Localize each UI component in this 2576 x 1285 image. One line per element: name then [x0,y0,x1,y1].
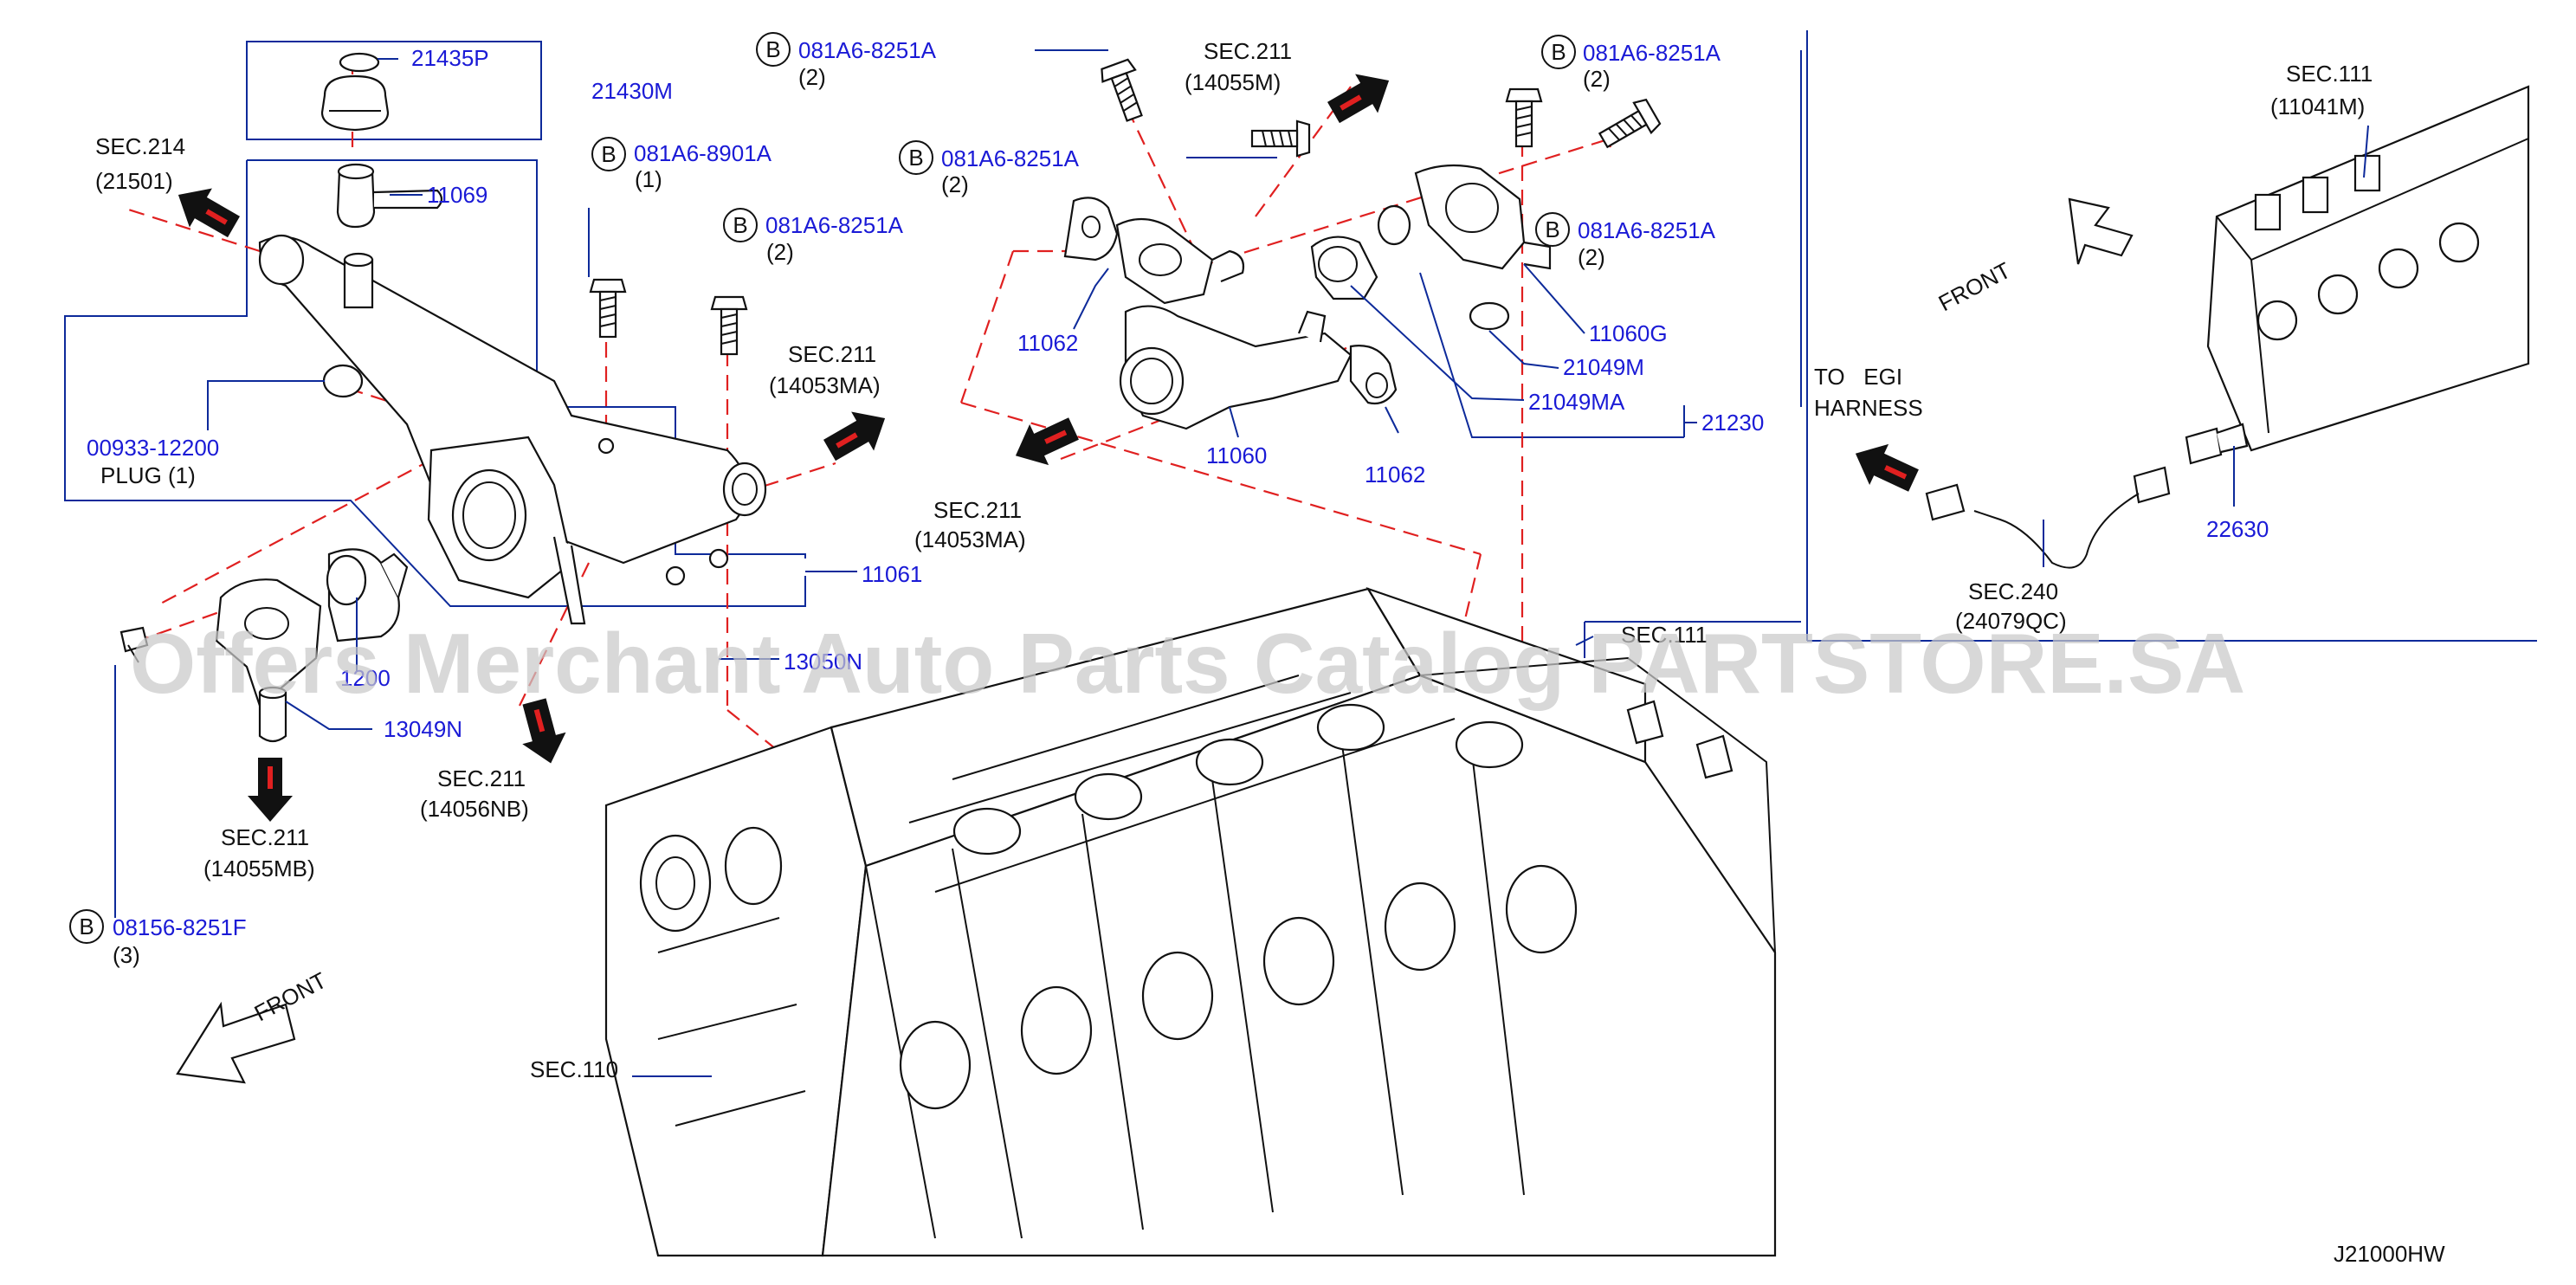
sec211-14056NB-code: (14056NB) [420,796,529,822]
water-inlet [1124,305,1353,430]
label-11069: 11069 [427,182,487,208]
harness-note-line2: HARNESS [1814,395,1923,421]
bolt-qty-b08156: (3) [113,942,140,968]
cylinder-head [2206,85,2530,452]
bolt-qty-b8901: (1) [635,166,662,192]
label-11060G: 11060G [1589,320,1668,346]
sec240-code: (24079QC) [1955,608,2067,634]
label-13049N: 13049N [384,716,462,742]
label-21049MA: 21049MA [1528,389,1625,415]
watermark: Offers Merchant Auto Parts Catalog PARTS… [130,616,2245,711]
thermostat-housing-assembly [119,548,409,743]
bolt-part-b8251-r: 081A6-8251A [1578,217,1716,243]
bolt-qty-b8251-top2: (2) [941,171,969,197]
label-21430M: 21430M [591,78,673,104]
bolt-marker-b8251-r: B [1545,216,1559,242]
bolt-markers: B B B B B B B [69,32,1576,944]
thermostat-21049MA [1310,236,1378,300]
front-indicator-left: FRONT [176,967,331,1084]
sec211-14053MA-b-code: (14053MA) [914,526,1026,552]
water-inlet-assembly [1063,164,1552,430]
sec211-14053MA-a-label: SEC.211 [788,341,876,367]
arrow-to-egi-harness [1845,433,1923,501]
sec214-label: SEC.214 [95,133,185,159]
bolt-part-b08156: 08156-8251F [113,914,247,940]
label-11062-a: 11062 [1017,330,1078,356]
arrow-sec211-14053MA-a [818,398,897,470]
filler-neck [336,170,376,229]
label-plug-note: PLUG (1) [100,462,196,488]
section-references: SEC.214 (21501) SEC.211 (14053MA) SEC.21… [95,38,2373,1082]
bolt-part-b8251-top: 081A6-8251A [798,37,937,63]
label-13050N: 13050N [784,649,862,675]
label-11062-b: 11062 [1365,462,1425,488]
bolt-marker-b8251-mid: B [733,212,747,238]
label-21435P: 21435P [411,45,489,71]
bolt-qty-b8251-r: (2) [1578,244,1605,270]
diagram-code: J21000HW [2334,1241,2445,1267]
sec211-14055M-code: (14055M) [1185,69,1281,95]
label-22630: 22630 [2206,516,2269,542]
plug [322,364,364,398]
arrow-sec211-14055MB [248,758,293,822]
bolt-qty-b8251-tr: (2) [1583,66,1611,92]
part-labels: 21435P 21430M 11069 00933-12200 PLUG (1)… [87,45,2269,742]
water-outlet-assembly [258,52,767,625]
sec211-14053MA-b-label: SEC.211 [933,497,1022,523]
sec211-14056NB-label: SEC.211 [437,765,526,791]
label-11061: 11061 [862,561,922,587]
bolt-marker-b8251-tr: B [1551,39,1566,65]
sec111-11041M-code: (11041M) [2270,94,2365,119]
label-1200x: 1200 [340,665,391,691]
harness-note-line1: TO EGI [1814,364,1902,390]
gasket-11062-a [1063,197,1119,262]
arrow-sec214 [166,175,245,247]
front-indicator-right: FRONT [1934,197,2134,317]
bolt-marker-b08156: B [79,914,94,940]
label-00933-12200: 00933-12200 [87,435,219,461]
bolt-part-b8901: 081A6-8901A [634,140,772,166]
engine-block [604,586,1777,1257]
housing-bolt [119,626,149,653]
sec111-center-label: SEC.111 [1621,622,1708,648]
label-11060: 11060 [1206,442,1267,468]
sec211-14055MB-code: (14055MB) [203,856,315,881]
seal-21049M [1377,204,1411,246]
label-21230: 21230 [1701,410,1764,436]
bolt-part-b8251-tr: 081A6-8251A [1583,40,1721,66]
front-label-right: FRONT [1934,257,2015,317]
arrow-sec211-14055M [1322,61,1401,132]
radiator-cap-seal [339,52,380,73]
bolt-marker-b8901: B [601,141,616,167]
bolt-marker-b8251-top: B [765,36,780,62]
sec110-label: SEC.110 [530,1056,618,1082]
sec214-code: (21501) [95,168,173,194]
label-21049M: 21049M [1563,354,1644,380]
radiator-cap [320,74,390,132]
bolt-qty-b8251-mid: (2) [766,239,794,265]
sec211-14055MB-label: SEC.211 [221,824,309,850]
sec240-label: SEC.240 [1968,578,2058,604]
front-label-left: FRONT [250,967,331,1027]
seal-lower [1469,301,1510,331]
bolt-qty-b8251-top: (2) [798,64,826,90]
water-temperature-sensor [1925,423,2249,569]
bolt-part-b8251-mid: 081A6-8251A [765,212,904,238]
group-brackets [64,41,1697,607]
bolt-part-b8251-top2: 081A6-8251A [941,145,1080,171]
bolt-callouts: 081A6-8901A (1) 081A6-8251A (2) 081A6-82… [113,37,1721,968]
section-dividers [1584,30,2537,658]
leader-lines [114,49,2369,1077]
sec211-14053MA-a-code: (14053MA) [769,372,881,398]
bolt-marker-b8251-top2: B [908,145,923,171]
sec211-14055M-label: SEC.211 [1204,38,1292,64]
housing-11060G [1414,164,1526,270]
sec111-11041M-label: SEC.111 [2286,61,2373,87]
